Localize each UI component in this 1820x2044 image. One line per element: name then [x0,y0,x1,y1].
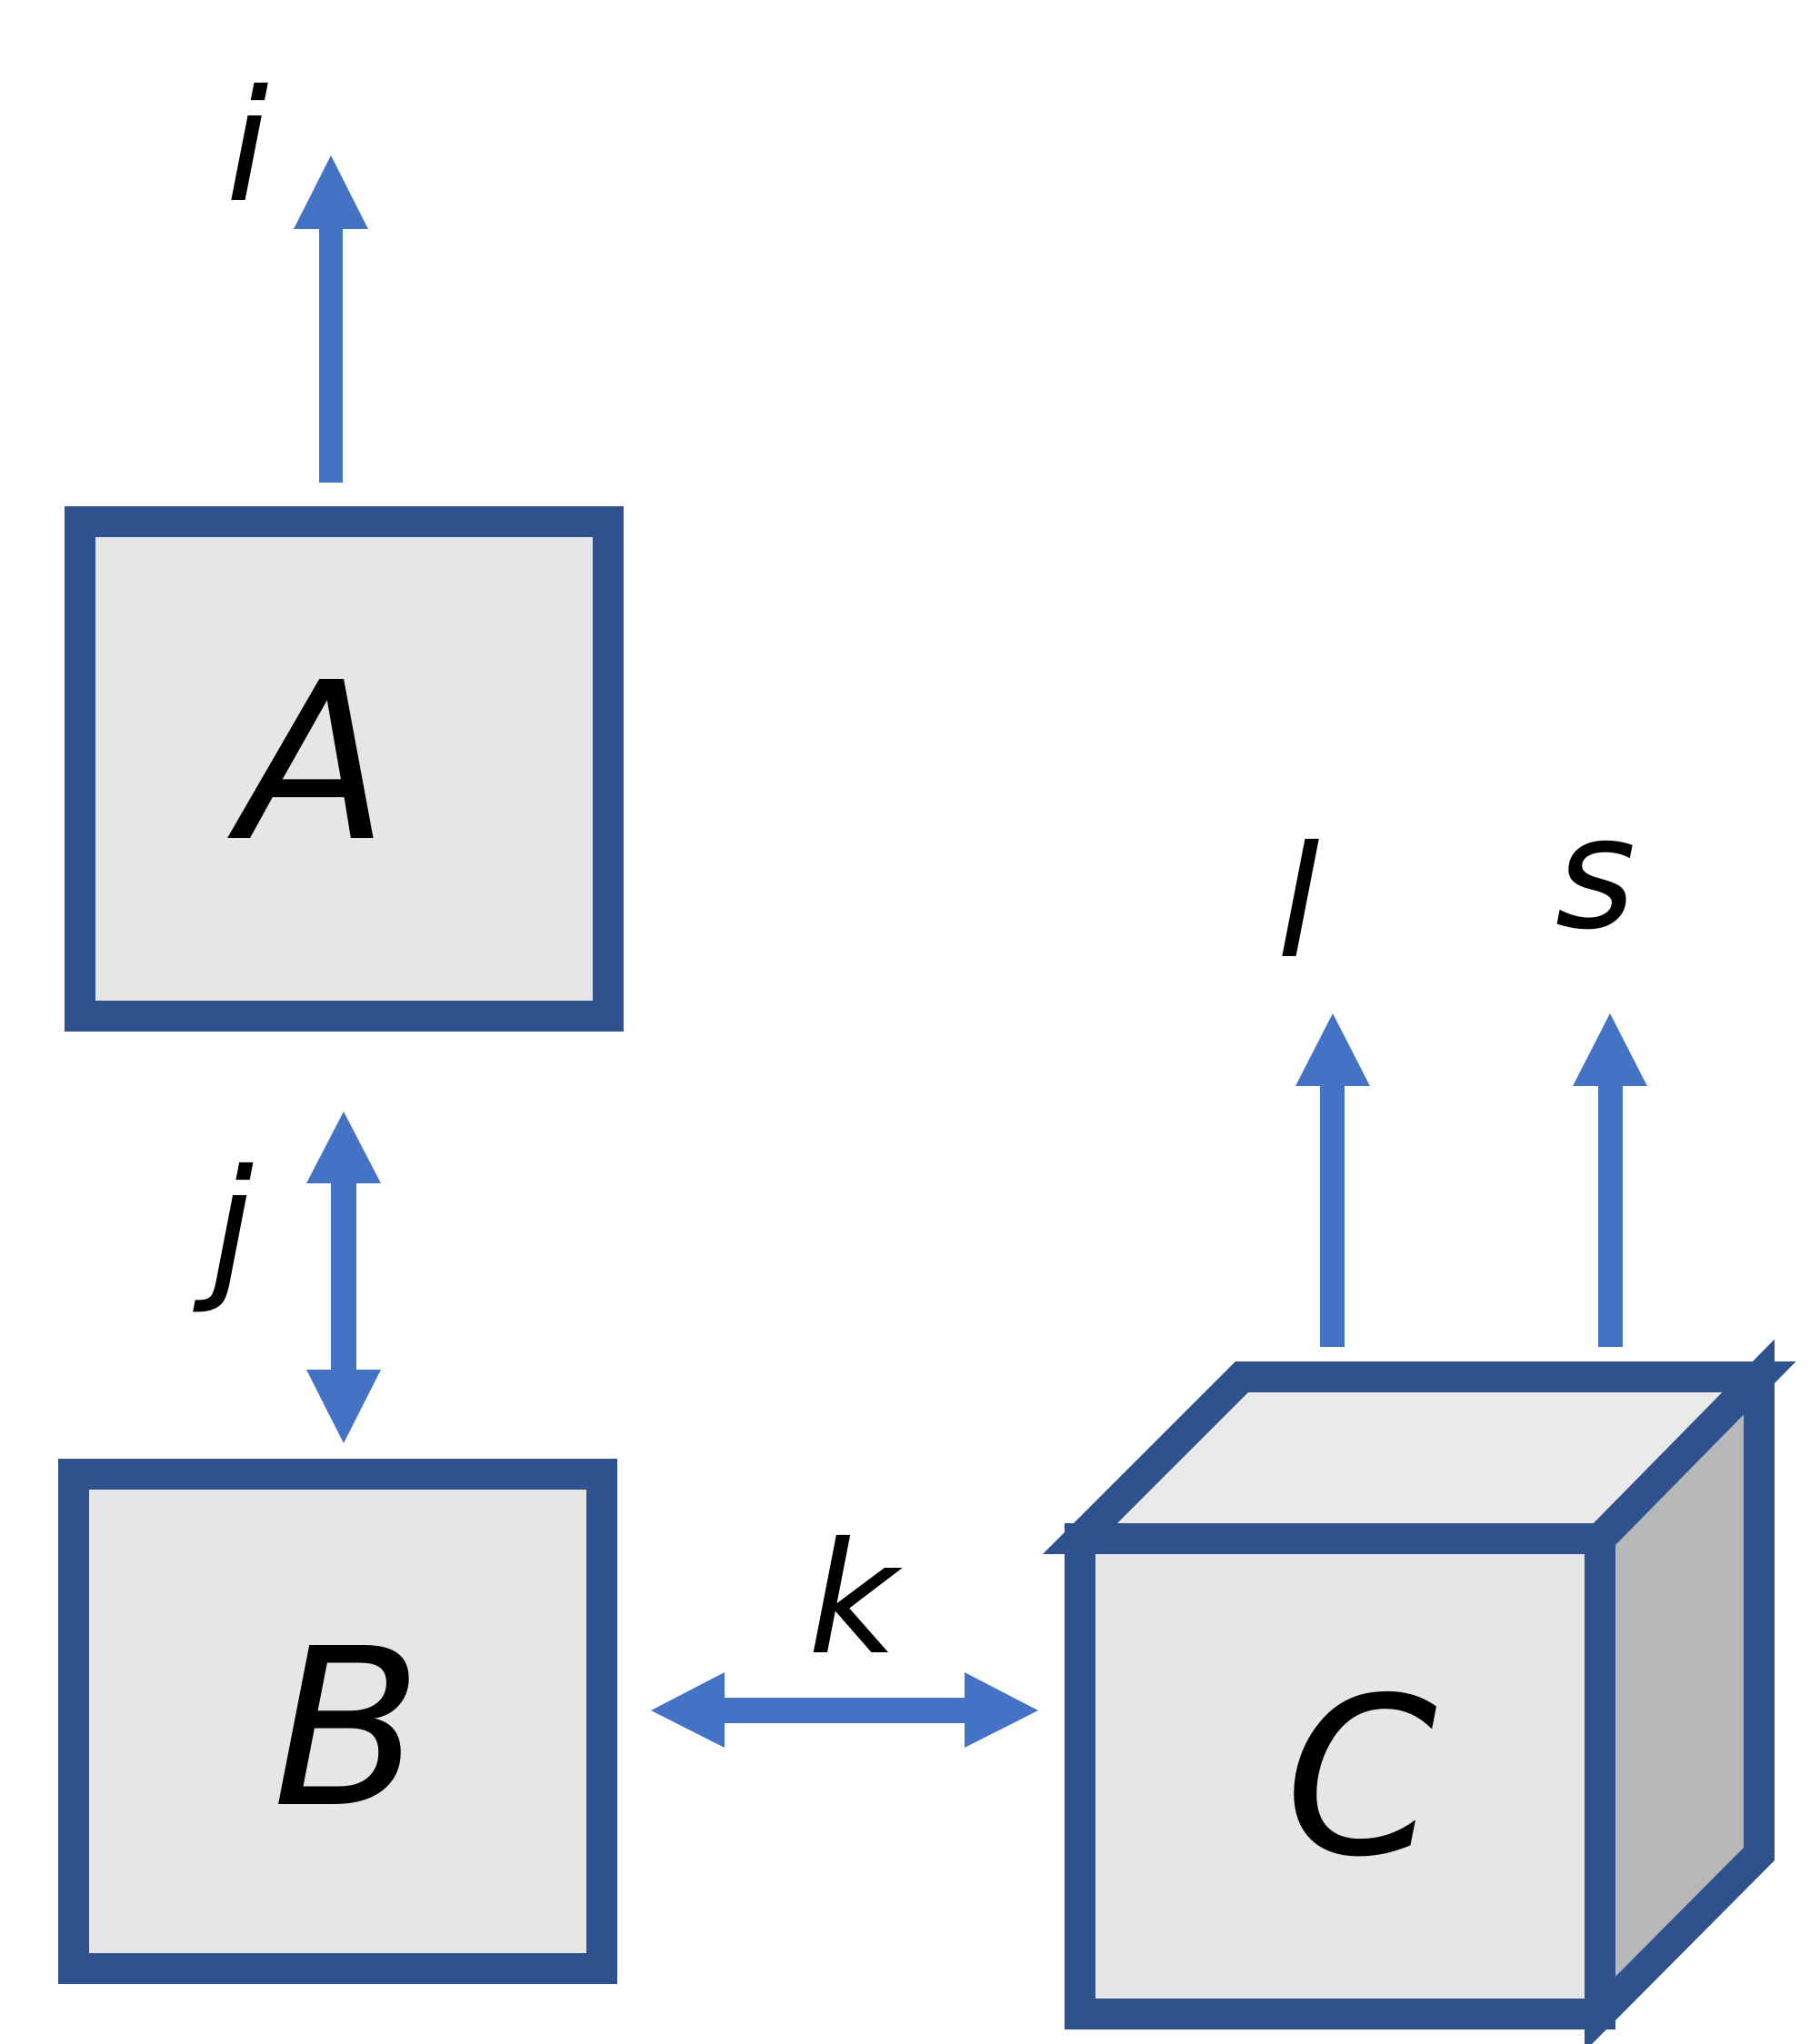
node-c-label: C [1285,1650,1437,1905]
edge-i-arrowhead [294,155,368,229]
edge-j-shaft [331,1182,356,1372]
edge-i: i [225,57,368,483]
node-b-box [58,1459,617,1984]
node-b-label: B [273,1601,423,1856]
edge-l: l [1276,813,1370,1347]
node-c: C [1042,1339,1796,2044]
edge-k-arrowhead-right [965,1672,1038,1748]
edge-k-arrowhead-left [651,1672,725,1748]
edge-l-shaft [1320,1084,1345,1347]
edge-i-shaft [319,227,343,483]
edge-j-arrowhead-up [306,1112,381,1183]
edge-l-arrowhead [1295,1013,1370,1086]
edge-s-arrowhead [1573,1013,1647,1086]
edge-s-shaft [1598,1084,1623,1347]
edge-k: k [651,1510,1038,1748]
edge-i-label: i [225,57,268,237]
edge-k-shaft [723,1698,966,1723]
node-a-box [65,506,624,1032]
node-a: A [65,506,624,1032]
edge-s: s [1555,784,1647,1347]
edge-j: j [192,1112,381,1443]
edge-l-label: l [1276,813,1319,993]
edge-j-label: j [192,1137,254,1317]
node-c-front-face [1065,1523,1615,2029]
node-b: B [58,1459,617,1984]
node-a-label: A [227,635,388,890]
edge-s-label: s [1555,784,1636,964]
edge-j-arrowhead-down [306,1370,381,1443]
edge-k-label: k [808,1510,904,1690]
